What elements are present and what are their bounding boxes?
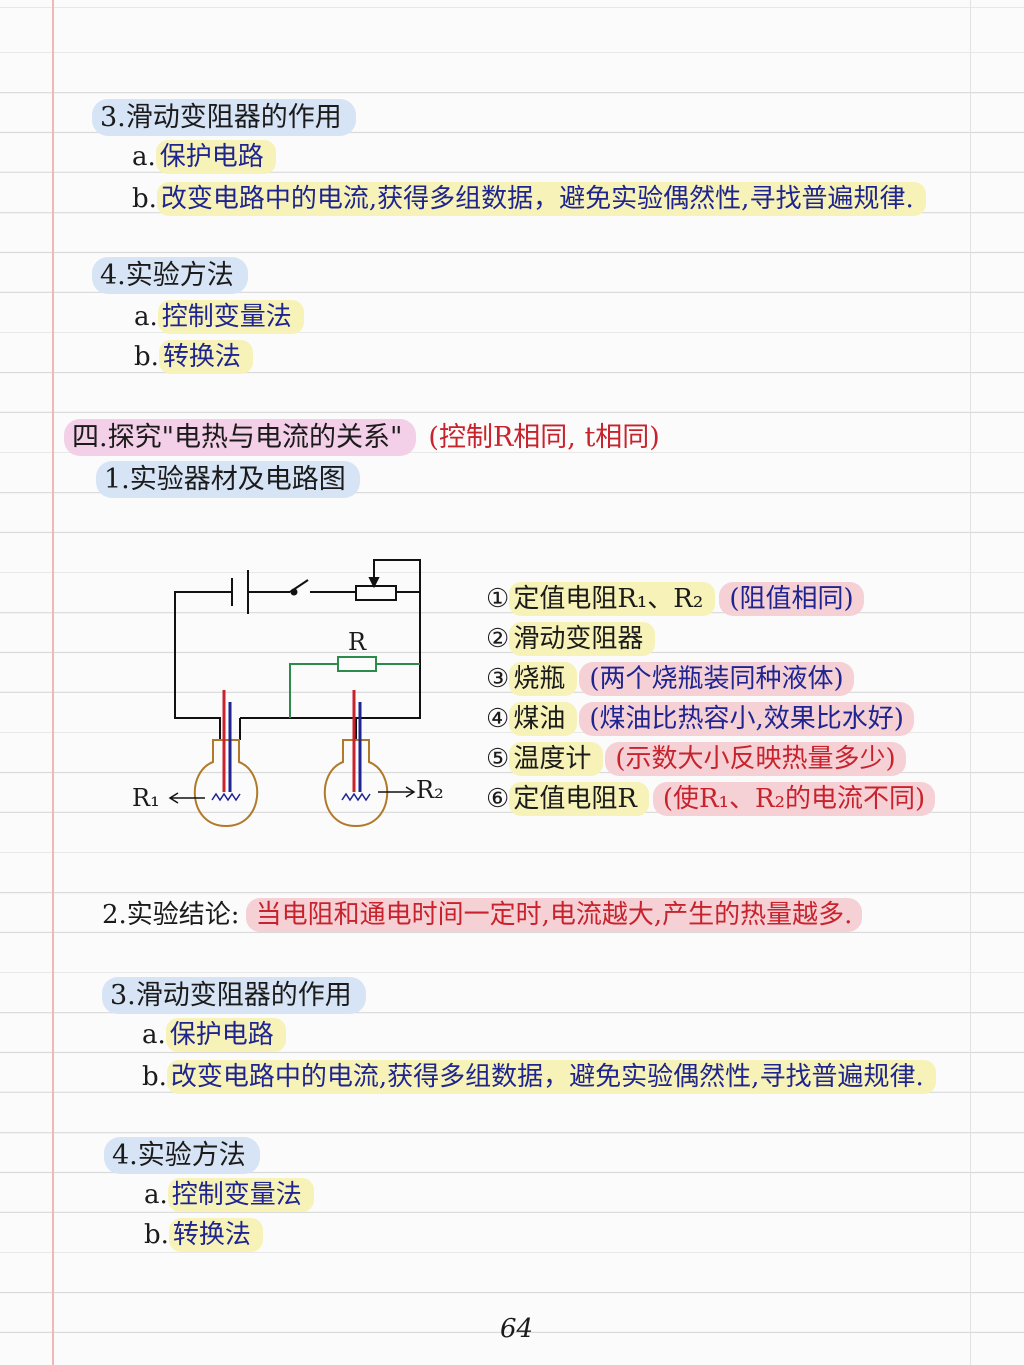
item-conversion: b.转换法	[134, 340, 253, 374]
item-control-variable: a.控制变量法	[134, 300, 304, 334]
heading-equipment: 1.实验器材及电路图	[96, 461, 360, 498]
item-protect-circuit-repeat: a.保护电路	[142, 1018, 286, 1052]
section-title: 四.探究"电热与电流的关系"(控制R相同, t相同)	[64, 419, 660, 456]
heading-method-repeat: 4.实验方法	[104, 1137, 260, 1174]
item-control-variable-repeat: a.控制变量法	[144, 1178, 314, 1212]
heading-method: 4.实验方法	[92, 257, 248, 294]
item-protect-circuit: a.保护电路	[132, 140, 276, 174]
heading-slider-role: 3.滑动变阻器的作用	[92, 99, 356, 136]
resistor-R2-label: R₂	[416, 776, 444, 804]
page-number: 64	[500, 1314, 534, 1344]
conclusion: 2.实验结论:当电阻和通电时间一定时,电流越大,产生的热量越多.	[102, 898, 863, 932]
item-change-current-repeat: b.改变电路中的电流,获得多组数据，避免实验偶然性,寻找普遍规律.	[142, 1060, 936, 1094]
resistor-R1-label: R₁	[132, 784, 160, 812]
resistor-R-label: R	[348, 628, 367, 656]
right-margin-line	[970, 0, 971, 1365]
item-conversion-repeat: b.转换法	[144, 1218, 263, 1252]
item-change-current: b.改变电路中的电流,获得多组数据，避免实验偶然性,寻找普遍规律.	[132, 182, 926, 216]
heading-slider-role-repeat: 3.滑动变阻器的作用	[102, 977, 366, 1014]
margin-line	[52, 0, 54, 1365]
